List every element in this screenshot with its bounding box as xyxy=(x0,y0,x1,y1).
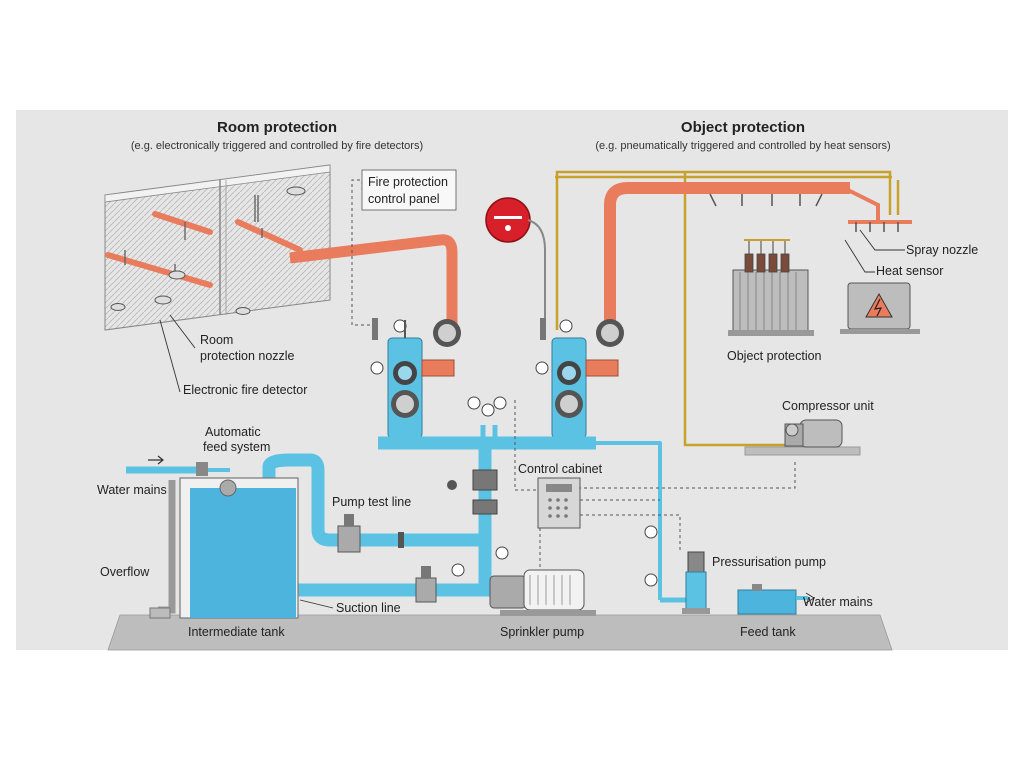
pressurisation-pump xyxy=(644,525,710,614)
fire-panel-label-line1: Fire protection xyxy=(368,175,448,189)
fire-detector-label: Electronic fire detector xyxy=(183,383,307,397)
room-sprinkler-main xyxy=(289,234,458,330)
valve-station-left xyxy=(370,318,461,439)
intermediate-tank xyxy=(149,462,299,619)
room-protection-subtitle: (e.g. electronically triggered and contr… xyxy=(131,140,423,152)
room-protection-title: Room protection xyxy=(217,119,337,136)
floor-slab xyxy=(107,614,893,651)
electrical-cabinet xyxy=(840,282,920,334)
object-protection-subtitle: (e.g. pneumatically triggered and contro… xyxy=(595,140,890,152)
compressor-unit-label: Compressor unit xyxy=(782,399,874,413)
room-nozzle-label-line1: Room xyxy=(200,333,233,347)
ceiling-room xyxy=(104,164,331,331)
pneumatic-lines xyxy=(555,170,900,447)
fire-panel-label-box xyxy=(361,169,457,211)
object-protection-label: Object protection xyxy=(727,349,822,363)
intermediate-tank-label: Intermediate tank xyxy=(188,625,285,639)
automatic-feed-label-line1: Automatic xyxy=(205,425,261,439)
sprinkler-pump-label: Sprinkler pump xyxy=(500,625,584,639)
feed-tank-label: Feed tank xyxy=(740,625,796,639)
pressurisation-pump-label: Pressurisation pump xyxy=(712,555,826,569)
suction-line-label: Suction line xyxy=(336,601,401,615)
suction-valve xyxy=(415,563,465,603)
room-nozzle-label-line2: protection nozzle xyxy=(200,349,295,363)
pump-test-valve xyxy=(337,514,404,553)
sprinkler-pump xyxy=(489,569,596,616)
leader-lines xyxy=(159,229,905,609)
heat-sensor-label: Heat sensor xyxy=(876,264,943,278)
water-mains-right-label: Water mains xyxy=(803,595,873,609)
transformer xyxy=(728,239,814,336)
valve-station-right xyxy=(535,318,624,439)
alarm-bell-icon xyxy=(485,197,546,330)
control-cabinet-label: Control cabinet xyxy=(518,462,603,476)
spray-nozzle-label: Spray nozzle xyxy=(906,243,978,257)
fire-panel-label-line2: control panel xyxy=(368,192,440,206)
compressor-unit xyxy=(744,419,861,456)
automatic-feed-label-line2: feed system xyxy=(203,440,270,454)
overflow-label: Overflow xyxy=(100,565,150,579)
pump-test-line-label: Pump test line xyxy=(332,495,411,509)
object-protection-title: Object protection xyxy=(681,119,805,136)
feed-tank xyxy=(737,584,815,615)
object-sprinkler-main xyxy=(604,182,850,330)
water-mains-left-label: Water mains xyxy=(97,483,167,497)
control-cabinet xyxy=(537,477,581,529)
riser-valves xyxy=(447,396,509,560)
electrical-hazard-icon xyxy=(865,292,893,318)
